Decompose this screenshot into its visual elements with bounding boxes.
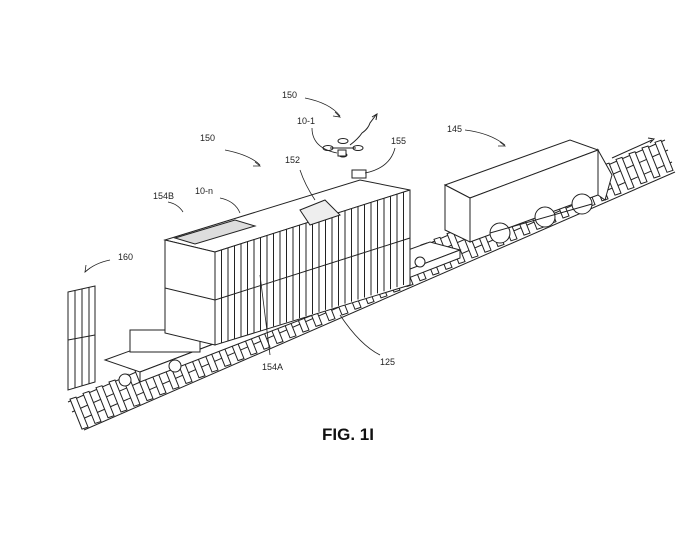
rail-tie <box>69 396 89 430</box>
container <box>163 169 411 346</box>
leader-lines <box>84 97 507 356</box>
label-154b: 154B <box>153 191 175 201</box>
next-railcar <box>67 285 96 391</box>
rail-tie <box>108 379 128 413</box>
label-150-top: 150 <box>282 90 298 100</box>
figure-caption: FIG. 1I <box>322 425 374 444</box>
label-150-left: 150 <box>200 133 216 143</box>
label-154a: 154A <box>262 362 284 372</box>
rail-tie <box>95 385 115 419</box>
label-152: 152 <box>285 155 301 165</box>
rail-tie <box>654 139 674 173</box>
label-10-1: 10-1 <box>297 116 316 126</box>
rail-tie <box>641 145 661 179</box>
rail-tie <box>615 156 635 191</box>
label-10-n: 10-n <box>195 186 214 196</box>
label-160: 160 <box>118 252 134 262</box>
label-155: 155 <box>391 136 407 146</box>
rail-tie <box>628 151 648 185</box>
label-145: 145 <box>447 124 463 134</box>
label-125: 125 <box>380 357 396 367</box>
drone <box>322 113 378 158</box>
locomotive <box>443 137 656 244</box>
rail-tie <box>82 390 102 425</box>
